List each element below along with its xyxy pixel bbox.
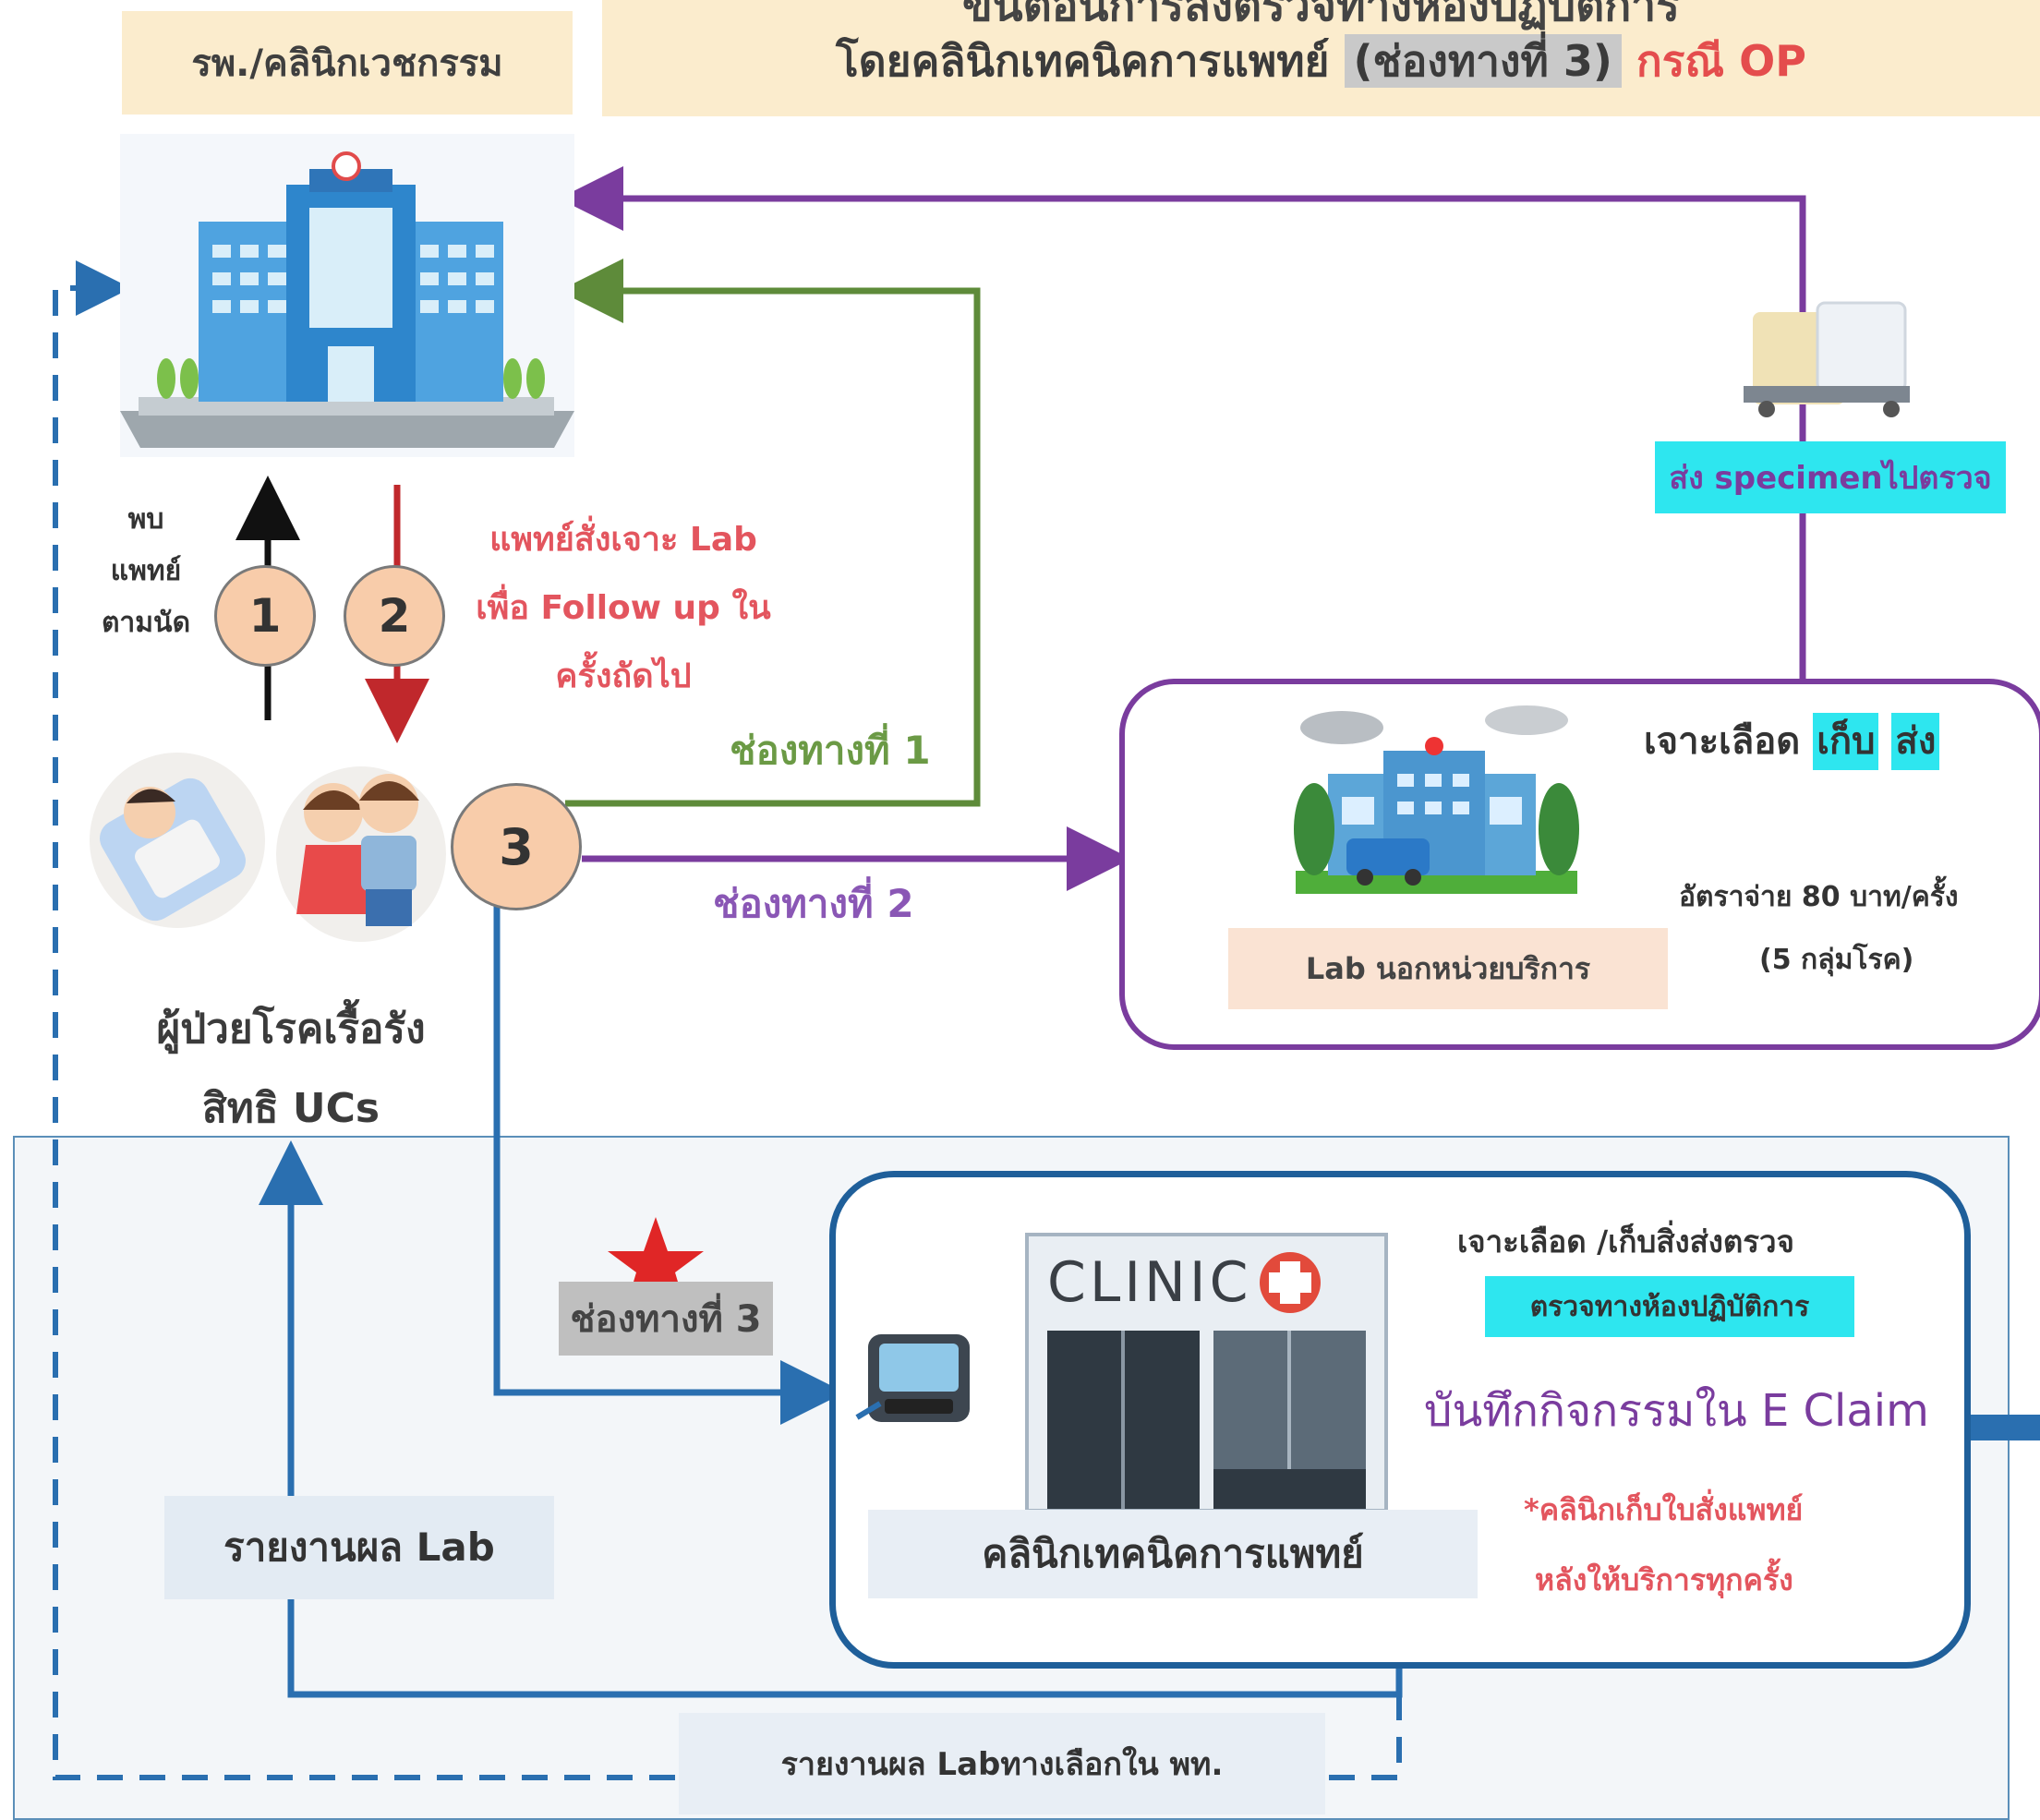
- children-illustration: [273, 753, 449, 946]
- clinic-window-right: [1213, 1331, 1366, 1509]
- dashed-alt-report-line: [53, 260, 1402, 1780]
- step2-text-line2: เพื่อ Follow up ใน: [476, 589, 771, 627]
- hospital-header-title: รพ./คลินิกเวชกรรม: [191, 42, 503, 85]
- clinic-name-text: คลินิกเทคนิคการแพทย์: [982, 1531, 1364, 1576]
- patient-caption: ผู้ป่วยโรคเรื้อรัง สิทธิ UCs: [111, 990, 471, 1149]
- step2-number: 2: [378, 589, 411, 643]
- outside-lab-illustration: [1291, 700, 1582, 898]
- alt-report-text: รายงานผล Labทางเลือกใน พท.: [780, 1746, 1224, 1783]
- clinic-service-line2: ตรวจทางห้องปฏิบัติการ: [1485, 1276, 1854, 1337]
- outside-lab-title-prefix: เจาะเลือด: [1644, 720, 1801, 763]
- step1-badge: 1: [214, 565, 316, 667]
- clinic-door-left: [1047, 1331, 1200, 1509]
- patient-in-bed-icon: [90, 753, 265, 928]
- page-title-main: โดยคลินิกเทคนิคการแพทย์: [836, 36, 1330, 86]
- lab-building-icon: [1294, 705, 1579, 894]
- star-icon: [608, 1217, 704, 1307]
- step2-text-line3: ครั้งถัดไป: [555, 657, 692, 695]
- blue-report-line: [259, 1140, 1403, 1698]
- outside-lab-title-keep: เก็บ: [1813, 713, 1879, 770]
- page-title-line1: ขั้นตอนการส่งตรวจทางห้องปฏิบัติการ: [961, 0, 1681, 31]
- page-title-highlight: (ช่องทางที่ 3): [1344, 34, 1622, 88]
- outside-lab-title-send: ส่ง: [1891, 713, 1940, 770]
- patient-bed-illustration: [85, 739, 270, 933]
- channel2-label: ช่องทางที่ 2: [713, 881, 914, 926]
- card-reader-illustration: [848, 1316, 986, 1445]
- outside-lab-rate: อัตราจ่าย 80 บาท/ครั้ง: [1679, 881, 1959, 913]
- green-channel1-line: [559, 259, 981, 807]
- alt-report-label: รายงานผล Labทางเลือกใน พท.: [679, 1713, 1325, 1814]
- hospital-building-icon: [120, 151, 574, 448]
- outside-lab-label-text: Lab นอกหน่วยบริการ: [1305, 950, 1591, 986]
- clinic-note-line2: หลังให้บริการทุกครั้ง: [1535, 1562, 1793, 1597]
- page-title-line2: โดยคลินิกเทคนิคการแพทย์ (ช่องทางที่ 3) ก…: [602, 28, 2040, 95]
- hospital-header: รพ./คลินิกเวชกรรม: [122, 11, 573, 115]
- lab-report-label: รายงานผล Lab: [164, 1496, 554, 1599]
- channel1-label: ช่องทางที่ 1: [730, 728, 931, 773]
- channel3-label: ช่องทางที่ 3: [559, 1282, 773, 1356]
- outside-lab-label: Lab นอกหน่วยบริการ: [1228, 928, 1668, 1009]
- clinic-sign: CLINIC: [1047, 1247, 1361, 1318]
- step2-text-line1: แพทย์สั่งเจาะ Lab: [489, 521, 757, 559]
- page-header: ขั้นตอนการส่งตรวจทางห้องปฏิบัติการ โดยคล…: [602, 0, 2040, 116]
- outside-lab-groups: (5 กลุ่มโรค): [1759, 944, 1914, 976]
- clinic-name-label: คลินิกเทคนิคการแพทย์: [868, 1510, 1478, 1598]
- step3-number: 3: [499, 817, 534, 876]
- specimen-box-icon: [1744, 301, 1910, 417]
- step3-badge: 3: [451, 783, 582, 910]
- step2-badge: 2: [344, 565, 445, 667]
- children-icon: [276, 766, 446, 942]
- specimen-label: ส่ง specimenไปตรวจ: [1655, 441, 2006, 513]
- patient-caption-line2: สิทธิ UCs: [201, 1085, 380, 1132]
- step2-text: แพทย์สั่งเจาะ Lab เพื่อ Follow up ใน ครั…: [443, 506, 803, 711]
- clinic-sign-text: CLINIC: [1047, 1250, 1252, 1315]
- step1-text-line2: แพทย์: [110, 555, 182, 587]
- clinic-cross-icon: [1259, 1252, 1321, 1313]
- clinic-service-line2-text: ตรวจทางห้องปฏิบัติการ: [1529, 1290, 1810, 1323]
- clinic-service-line1: เจาะเลือด /เก็บสิ่งส่งตรวจ: [1457, 1223, 1794, 1260]
- hospital-illustration: [120, 134, 574, 457]
- page-title-op: กรณี OP: [1636, 36, 1806, 86]
- purple-return-line: [559, 166, 1806, 679]
- blue-channel3-line: [493, 905, 845, 1425]
- step1-text: พบ แพทย์ ตามนัด: [81, 494, 211, 649]
- step1-text-line1: พบ: [127, 503, 164, 536]
- clinic-eclaim-text: บันทึกกิจกรรมใน E Claim: [1424, 1385, 1929, 1437]
- clinic-note-line1: *คลินิกเก็บใบสั่งแพทย์: [1524, 1492, 1804, 1527]
- clinic-building: CLINIC: [1025, 1233, 1388, 1513]
- specimen-box-illustration: [1725, 294, 1924, 423]
- patient-caption-line1: ผู้ป่วยโรคเรื้อรัง: [156, 1006, 426, 1053]
- card-reader-icon: [855, 1334, 970, 1422]
- step1-number: 1: [248, 589, 282, 643]
- outside-lab-title: เจาะเลือด เก็บ ส่ง: [1644, 711, 1940, 770]
- lab-report-text: รายงานผล Lab: [223, 1525, 495, 1570]
- specimen-label-text: ส่ง specimenไปตรวจ: [1669, 460, 1992, 497]
- step1-text-line3: ตามนัด: [101, 607, 191, 639]
